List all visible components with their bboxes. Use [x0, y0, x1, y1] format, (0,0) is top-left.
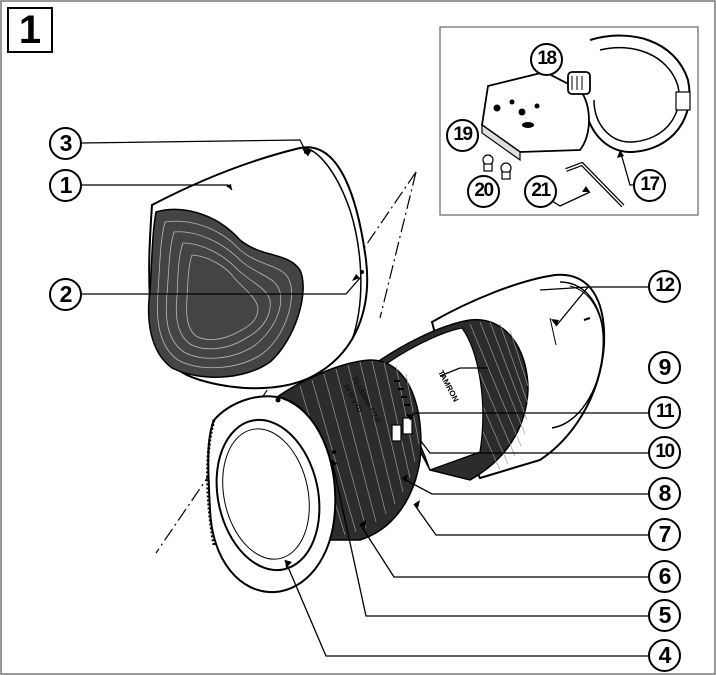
callout-7: 7: [648, 518, 681, 551]
tripod-mount-inset: [439, 26, 699, 216]
leader-lines: [81, 139, 648, 657]
callout-2: 2: [49, 278, 82, 311]
callout-4: 4: [648, 639, 681, 672]
callout-20: 20: [467, 175, 500, 208]
callout-18: 18: [530, 43, 563, 76]
tripod-mount: [481, 34, 691, 208]
lens-hood: [147, 146, 369, 390]
callout-6: 6: [648, 560, 681, 593]
callout-17: 17: [633, 169, 666, 202]
callout-5: 5: [648, 599, 681, 632]
lens-body: TAMRON 70-180mm F/2.8 Di III VXD: [206, 273, 606, 594]
alignment-lines: [155, 171, 417, 554]
figure-label: 1: [7, 7, 53, 53]
callout-9: 9: [648, 351, 681, 384]
spare-screws: [482, 154, 512, 180]
callout-1: 1: [49, 169, 82, 202]
callout-21: 21: [524, 175, 557, 208]
leader-arrowheads: [226, 149, 624, 568]
callout-11: 11: [648, 396, 681, 429]
focal-length-scale: [394, 380, 410, 406]
callout-10: 10: [648, 436, 681, 469]
callout-19: 19: [446, 119, 479, 152]
callout-8: 8: [648, 477, 681, 510]
callout-3: 3: [49, 127, 82, 160]
callout-12: 12: [648, 270, 681, 303]
